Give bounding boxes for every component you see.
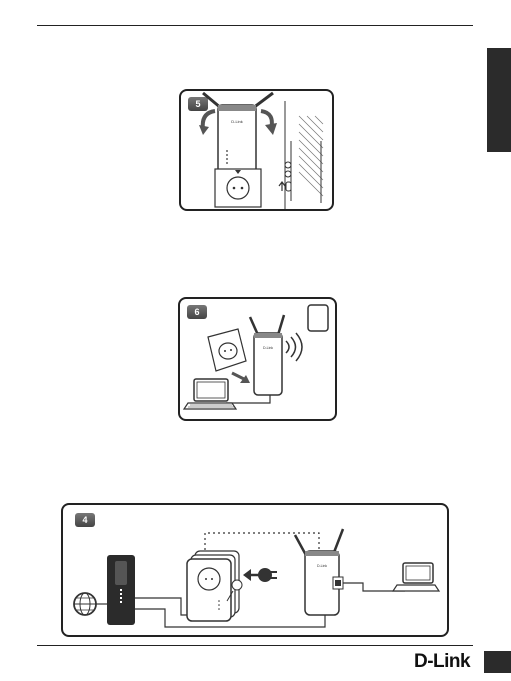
plug-icon — [258, 568, 272, 582]
device-brand-label: D-Link — [317, 564, 327, 568]
antenna-raise-illustration: D-Link — [181, 91, 332, 209]
language-tab — [487, 48, 511, 152]
side-button — [285, 162, 291, 168]
device-brand-label: D-Link — [231, 119, 243, 124]
ethernet-cable — [226, 395, 270, 403]
figure-antenna-raise: 5 D-Link — [179, 89, 334, 211]
figure-connect-client: 6 D-Link — [178, 297, 337, 421]
tablet-icon — [308, 305, 328, 331]
header-rule — [37, 25, 473, 26]
extender-body — [254, 333, 282, 395]
connect-client-illustration: D-Link — [180, 299, 335, 419]
device-brand-label: D-Link — [263, 346, 273, 350]
extender-body — [218, 105, 256, 175]
extender-antenna — [250, 317, 258, 335]
figure-network-setup: 4 D — [61, 503, 449, 637]
page-number-tab — [484, 651, 511, 673]
pair-button — [232, 580, 242, 590]
brand-logo: D-Link — [414, 651, 480, 673]
footer-rule — [37, 645, 473, 646]
side-switch — [286, 182, 291, 191]
wifi-waves — [286, 341, 289, 353]
network-setup-illustration: D-Link — [63, 505, 447, 635]
